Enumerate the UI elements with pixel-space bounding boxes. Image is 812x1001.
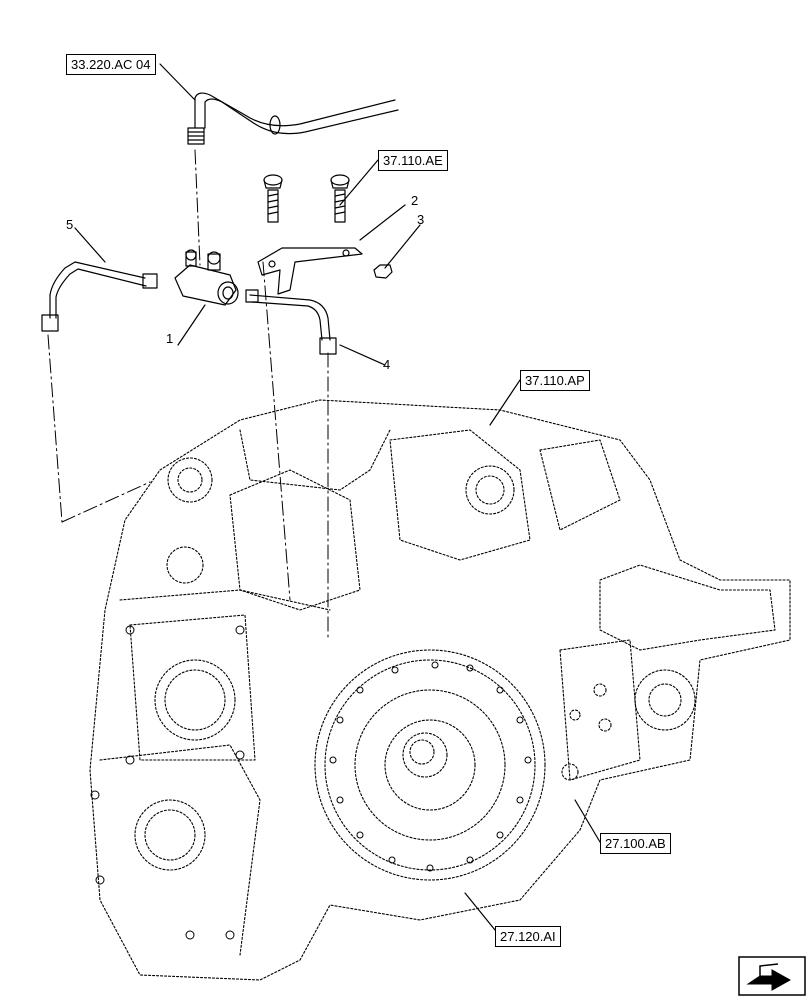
ref-27-120-ai[interactable]: 27.120.AI bbox=[495, 926, 561, 947]
pipe-5 bbox=[41, 261, 158, 332]
leader-lines bbox=[74, 63, 601, 931]
ref-27-100-ab[interactable]: 27.100.AB bbox=[600, 833, 671, 854]
transmission-housing bbox=[89, 399, 791, 981]
ref-33-220-ac-04[interactable]: 33.220.AC 04 bbox=[66, 54, 156, 75]
nut bbox=[373, 264, 393, 279]
routing-dash-lines bbox=[47, 149, 329, 641]
bolt-left bbox=[263, 174, 283, 223]
callout-5: 5 bbox=[66, 217, 74, 232]
callout-2: 2 bbox=[411, 193, 419, 208]
housing-bolt-holes bbox=[90, 625, 532, 940]
callout-4: 4 bbox=[383, 357, 391, 372]
callout-3: 3 bbox=[417, 212, 425, 227]
next-page-arrow-icon[interactable] bbox=[738, 956, 806, 996]
pipe-4 bbox=[245, 289, 337, 355]
ref-37-110-ap[interactable]: 37.110.AP bbox=[520, 370, 590, 391]
valve-block bbox=[174, 249, 239, 306]
hose-33-220 bbox=[187, 92, 399, 145]
bolt-right bbox=[330, 174, 350, 223]
ref-37-110-ae[interactable]: 37.110.AE bbox=[378, 150, 448, 171]
callout-1: 1 bbox=[166, 331, 174, 346]
bracket bbox=[257, 247, 363, 295]
